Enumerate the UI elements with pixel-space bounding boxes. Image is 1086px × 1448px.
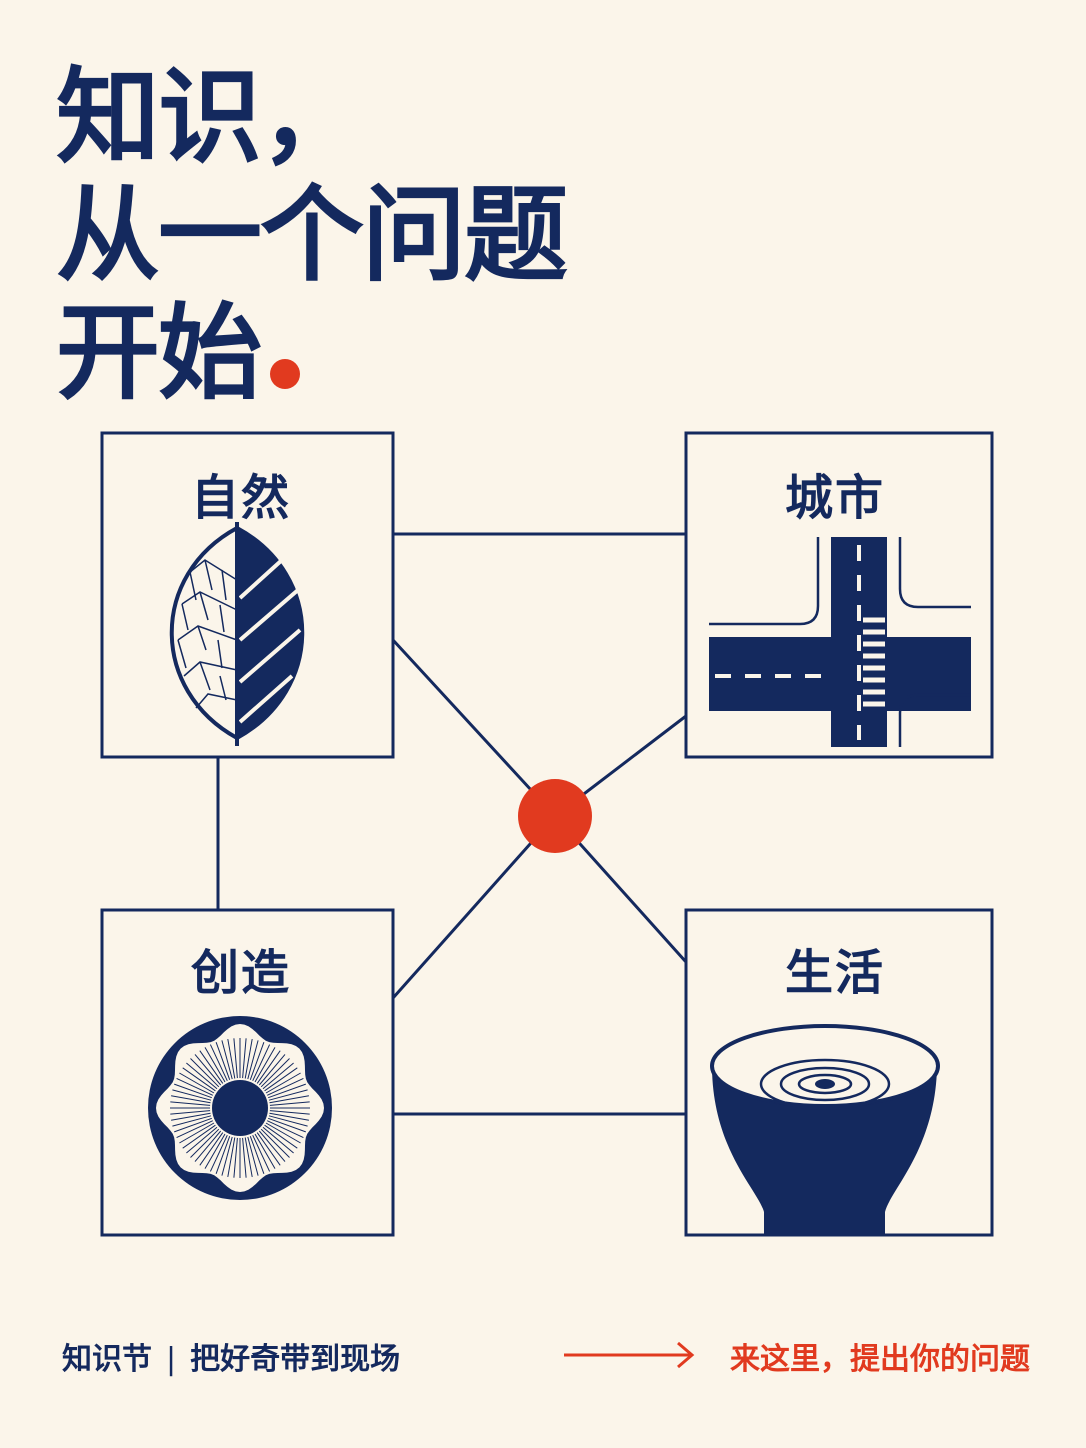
red-dot-icon <box>270 359 301 389</box>
headline: 知识， 从一个问题 开始 <box>56 56 568 412</box>
headline-line-3-text: 开始 <box>56 292 262 414</box>
card-label-nature: 自然 <box>190 470 291 526</box>
crossroads-icon <box>709 537 971 747</box>
connector-lines <box>216 532 688 1116</box>
flower-disc-icon <box>148 1016 332 1200</box>
headline-line-2: 从一个问题 <box>56 174 568 296</box>
leaf-icon <box>169 522 305 746</box>
footer-separator: | <box>166 1342 177 1377</box>
card-label-life: 生活 <box>784 945 885 1001</box>
connector-diag-create <box>391 815 557 999</box>
arrow-right-icon <box>564 1341 695 1369</box>
card-label-city: 城市 <box>784 470 885 526</box>
center-hub-dot <box>518 779 592 853</box>
card-label-create: 创造 <box>190 945 291 1001</box>
bowl-icon <box>710 1024 940 1235</box>
footer-slogan: 把好奇带到现场 <box>190 1342 401 1377</box>
headline-line-1: 知识， <box>56 56 364 178</box>
connector-diag-nature <box>391 638 557 818</box>
footer-brand-line: 知识节 | 把好奇带到现场 <box>62 1334 400 1378</box>
headline-line-3: 开始 <box>56 294 566 412</box>
footer-brand: 知识节 <box>62 1342 152 1377</box>
footer-cta-link[interactable]: 来这里，提出你的问题 <box>730 1342 1030 1377</box>
